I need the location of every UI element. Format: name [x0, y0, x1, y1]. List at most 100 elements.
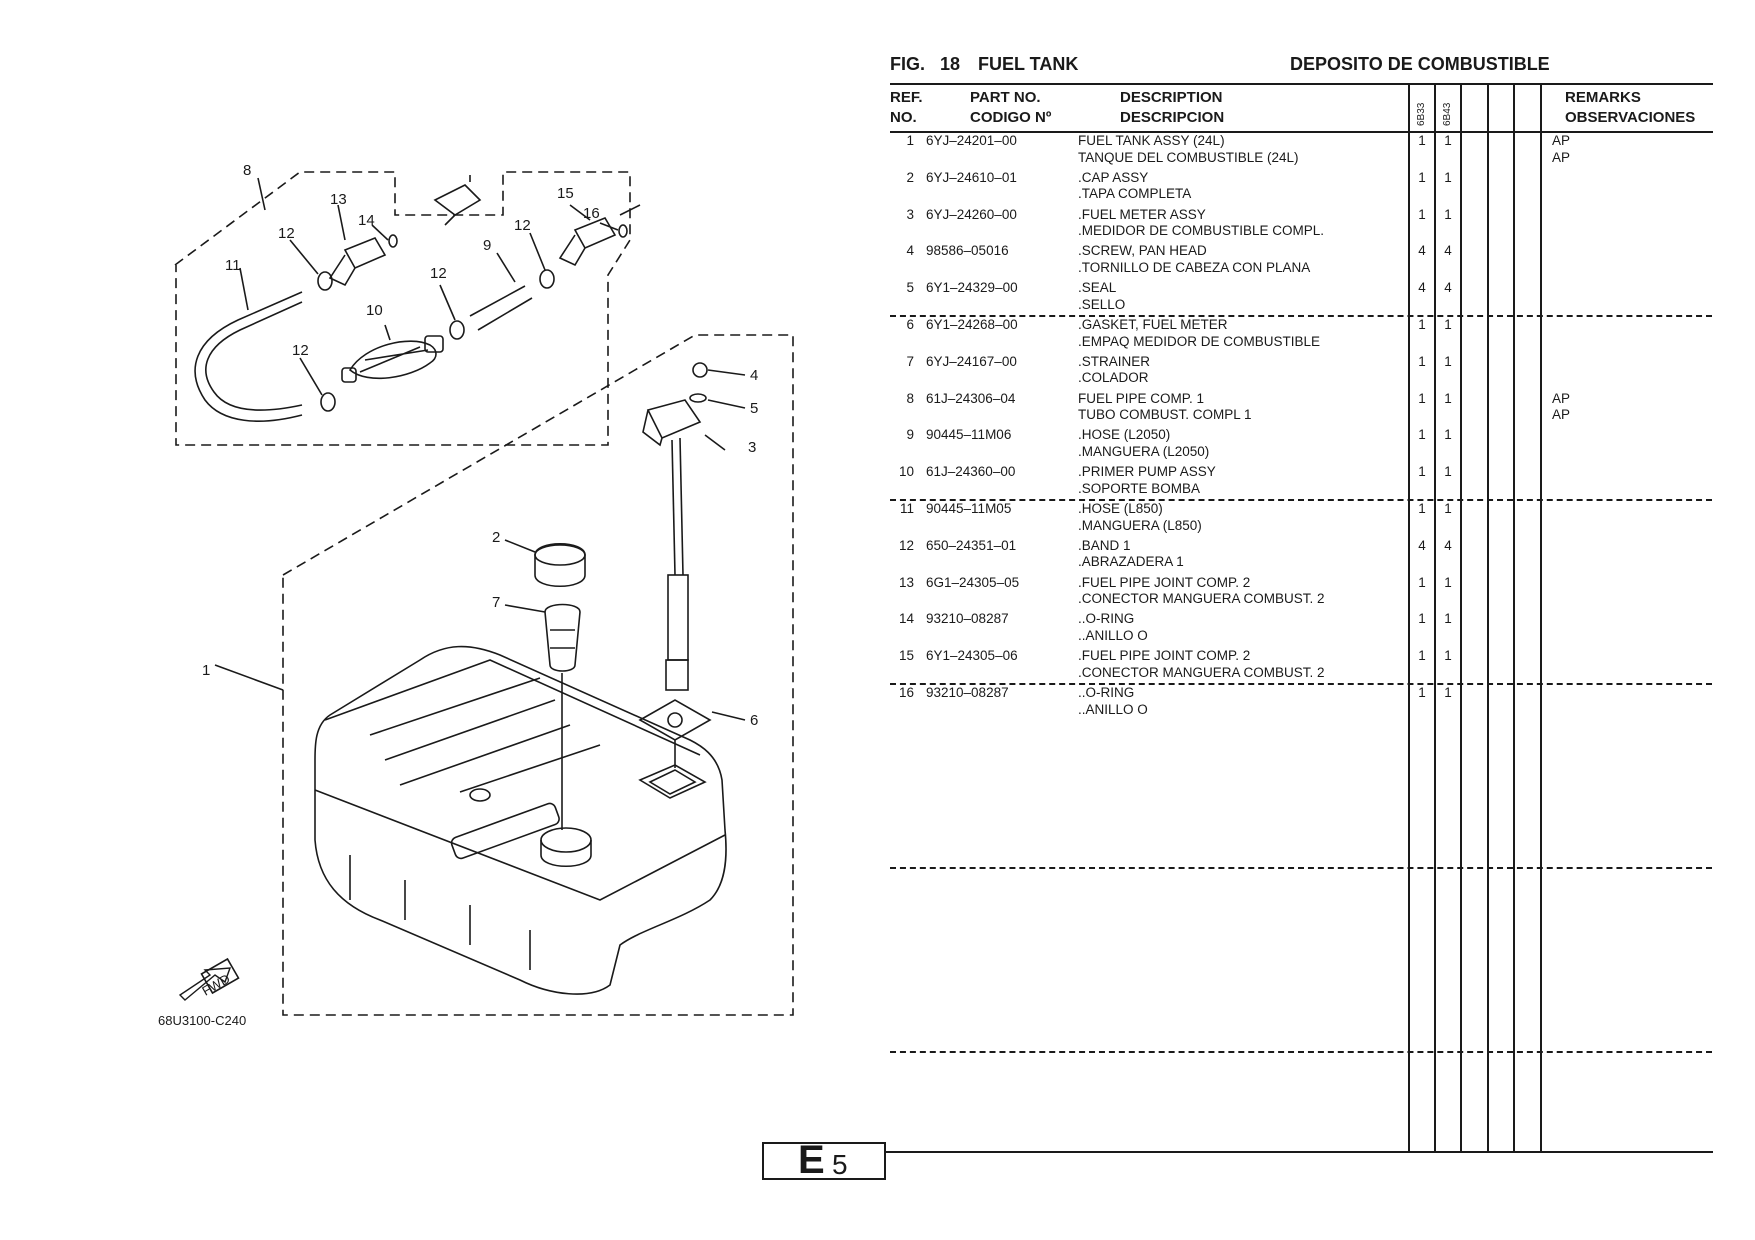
band-12-a	[317, 271, 333, 291]
ref-no: 1	[906, 133, 914, 148]
part-no: 6YJ–24260–00	[926, 206, 1017, 222]
callout-12-c: 12	[430, 265, 447, 282]
qty-6b43: 1	[1444, 169, 1452, 185]
callout-12-d: 12	[514, 217, 531, 234]
page-badge	[762, 1142, 886, 1180]
qty-6b43: 1	[1444, 648, 1452, 664]
fwd-arrow-icon	[178, 967, 232, 1001]
description: .FUEL PIPE JOINT COMP. 2	[1078, 648, 1251, 664]
band-12-b	[320, 392, 336, 412]
descripcion: .SOPORTE BOMBA	[1078, 480, 1201, 496]
figure-label: FIG.	[890, 54, 925, 74]
part-no: 98586–05016	[926, 243, 1009, 259]
description: .GASKET, FUEL METER	[1078, 317, 1228, 332]
description: .HOSE (L2050)	[1078, 427, 1171, 443]
part-no: 6Y1–24329–00	[926, 280, 1018, 296]
description: .HOSE (L850)	[1078, 501, 1163, 516]
description: .CAP ASSY	[1078, 169, 1149, 185]
ref-no: 3	[906, 206, 914, 222]
column-divider-3	[1460, 84, 1462, 1152]
o-ring-14	[388, 234, 398, 248]
part-no: 61J–24306–04	[926, 390, 1016, 406]
callout-15: 15	[557, 185, 574, 202]
qty-6b33: 1	[1418, 390, 1426, 406]
qty-6b33: 1	[1418, 611, 1426, 627]
group-separator-2	[890, 499, 1712, 501]
description: .PRIMER PUMP ASSY	[1078, 464, 1216, 480]
group-8-border	[174, 171, 631, 446]
joint-15	[558, 217, 617, 267]
part-no: 6YJ–24167–00	[926, 353, 1017, 369]
group-separator-4	[890, 867, 1712, 869]
header-model-2: 6B43	[1442, 102, 1453, 126]
description: .FUEL METER ASSY	[1078, 206, 1206, 222]
qty-6b43: 1	[1444, 611, 1452, 627]
ref-no: 13	[898, 574, 914, 590]
qty-6b43: 1	[1444, 390, 1452, 406]
figure-title-en: FUEL TANK	[978, 54, 1079, 74]
callout-5: 5	[750, 400, 758, 417]
ref-no: 16	[898, 685, 914, 700]
descripcion: .TORNILLO DE CABEZA CON PLANA	[1078, 259, 1311, 275]
page-letter: E	[798, 1138, 825, 1182]
descripcion: .SELLO	[1078, 296, 1126, 312]
part-no: 6YJ–24201–00	[926, 133, 1017, 148]
hose-9	[469, 285, 533, 331]
gasket-6	[638, 699, 712, 741]
ref-no: 15	[898, 648, 914, 664]
band-12-d	[539, 269, 555, 289]
qty-6b43: 1	[1444, 427, 1452, 443]
group-separator-1	[890, 315, 1712, 317]
hose-11	[194, 291, 303, 422]
descripcion: ..ANILLO O	[1078, 627, 1148, 643]
part-no: 93210–08287	[926, 685, 1009, 700]
descripcion: .CONECTOR MANGUERA COMBUST. 2	[1078, 664, 1325, 680]
ref-no: 5	[906, 280, 914, 296]
ref-no: 7	[906, 353, 914, 369]
header-desc-1: DESCRIPTION	[1120, 89, 1223, 106]
observaciones: AP	[1552, 407, 1571, 423]
qty-6b33: 1	[1418, 501, 1426, 516]
header-ref-2: NO.	[890, 109, 917, 126]
descripcion: .MANGUERA (L850)	[1078, 517, 1202, 533]
group-1-border	[282, 334, 794, 1016]
column-divider-1	[1408, 84, 1410, 1152]
part-no: 93210–08287	[926, 611, 1009, 627]
header-desc-2: DESCRIPCION	[1120, 109, 1225, 126]
qty-6b33: 1	[1418, 685, 1426, 700]
header-remarks-1: REMARKS	[1565, 89, 1641, 106]
column-divider-2	[1434, 84, 1436, 1152]
part-no: 650–24351–01	[926, 537, 1017, 553]
group-separator-5	[890, 1051, 1712, 1053]
ref-no: 14	[898, 611, 914, 627]
qty-6b33: 4	[1418, 537, 1426, 553]
ref-no: 10	[898, 464, 914, 480]
ref-no: 8	[906, 390, 914, 406]
figure-number: 18	[940, 54, 961, 74]
strainer-7	[544, 603, 581, 672]
screw-4	[692, 362, 708, 378]
callout-10: 10	[366, 302, 383, 319]
figure-title-es: DEPOSITO DE COMBUSTIBLE	[1290, 54, 1550, 74]
part-no: 90445–11M05	[926, 501, 1012, 516]
part-no: 6Y1–24268–00	[926, 317, 1018, 332]
callout-9: 9	[483, 237, 491, 254]
qty-6b43: 1	[1444, 353, 1452, 369]
description: ..O-RING	[1078, 611, 1135, 627]
o-ring-16	[618, 224, 628, 238]
qty-6b33: 1	[1418, 464, 1426, 480]
joint-13	[328, 237, 387, 287]
qty-6b33: 1	[1418, 353, 1426, 369]
qty-6b43: 4	[1444, 280, 1452, 296]
page-number: 5	[832, 1149, 848, 1180]
descripcion: .COLADOR	[1078, 370, 1149, 386]
callout-1: 1	[202, 662, 210, 679]
fuel-tank-1	[314, 645, 727, 995]
qty-6b33: 1	[1418, 648, 1426, 664]
